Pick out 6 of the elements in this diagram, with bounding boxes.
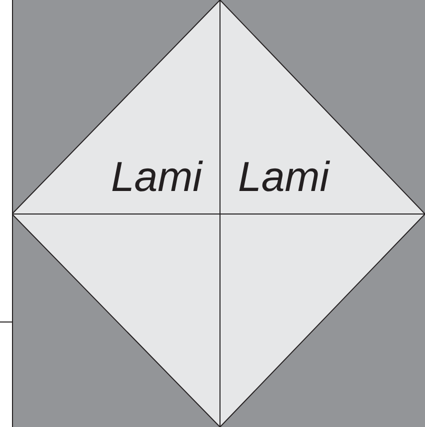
triangle-panel [220,0,425,214]
triangle-panel [12,214,220,427]
triangle-label: Lami [110,156,202,198]
triangle-panel [12,0,220,214]
triangle-label: Lami [238,156,330,198]
triangle-panel [220,214,425,427]
